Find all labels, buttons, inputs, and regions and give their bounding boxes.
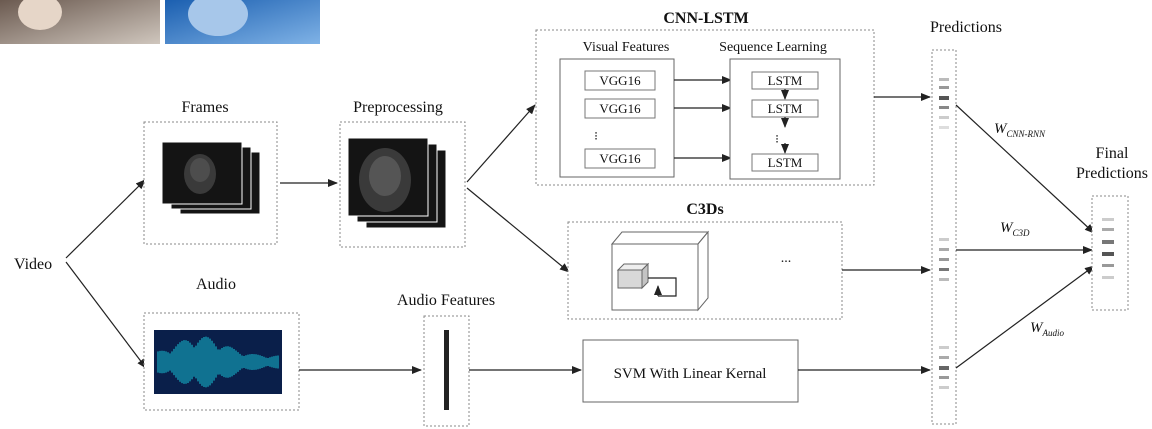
audio-feature-vector	[444, 330, 449, 410]
predictions-label: Predictions	[930, 19, 1002, 36]
arrow-cnn-weight-to-final	[955, 104, 1095, 234]
video-label: Video	[14, 256, 52, 273]
vgg-ellipsis: ⁝	[594, 129, 598, 143]
sequence-learning-label: Sequence Learning	[719, 40, 827, 55]
svg-text:LSTM: LSTM	[768, 73, 803, 88]
arrow-video-to-audio	[65, 261, 147, 369]
lstm-block-3: LSTM	[751, 153, 819, 172]
audio-waveform	[157, 336, 279, 388]
preprocessed-frames-stack	[347, 137, 447, 229]
arrow-video-to-frames	[65, 179, 146, 259]
face-left	[18, 0, 62, 30]
weight-cnn-rnn: WCNN-RNN	[994, 121, 1046, 139]
weight-audio: WAudio	[1030, 320, 1064, 338]
final-predictions-label-line2: Predictions	[1076, 165, 1148, 182]
face-right	[188, 0, 248, 36]
c3ds-title: C3Ds	[686, 201, 723, 218]
final-predictions-label-line1: Final	[1096, 145, 1129, 162]
prediction-scores-audio	[939, 346, 949, 389]
c3d-volume	[610, 230, 710, 312]
frames-label: Frames	[181, 99, 228, 116]
svg-text:VGG16: VGG16	[599, 151, 641, 166]
visual-features-label: Visual Features	[583, 40, 670, 55]
vgg-block-3: VGG16	[584, 148, 656, 169]
prediction-scores-c3d	[939, 238, 949, 281]
weight-c3d: WC3D	[1000, 220, 1030, 238]
c3d-ellipsis: ...	[781, 251, 792, 266]
vgg-block-2: VGG16	[584, 98, 656, 119]
arrow-audio-weight-to-final	[955, 265, 1095, 369]
svm-label: SVM With Linear Kernal	[614, 366, 767, 382]
lstm-block-1: LSTM	[751, 71, 819, 90]
svm-box	[582, 339, 799, 403]
prediction-scores-cnn	[939, 78, 949, 129]
lstm-ellipsis: ⁝	[775, 132, 779, 146]
audio-label: Audio	[196, 276, 236, 293]
svg-text:VGG16: VGG16	[599, 73, 641, 88]
svg-text:LSTM: LSTM	[768, 155, 803, 170]
svg-text:LSTM: LSTM	[768, 101, 803, 116]
preprocessing-label: Preprocessing	[353, 99, 443, 116]
svg-text:VGG16: VGG16	[599, 101, 641, 116]
arrow-preprocessing-to-c3d	[466, 187, 570, 273]
vgg-block-1: VGG16	[584, 70, 656, 91]
frames-stack	[161, 141, 261, 215]
audio-features-label: Audio Features	[397, 292, 495, 309]
predictions-column	[931, 49, 957, 425]
header-photos	[0, 0, 320, 44]
cnn-lstm-title: CNN-LSTM	[663, 10, 748, 27]
final-prediction-scores	[1102, 218, 1114, 279]
lstm-block-2: LSTM	[751, 99, 819, 118]
arrow-preprocessing-to-cnn	[466, 104, 536, 183]
